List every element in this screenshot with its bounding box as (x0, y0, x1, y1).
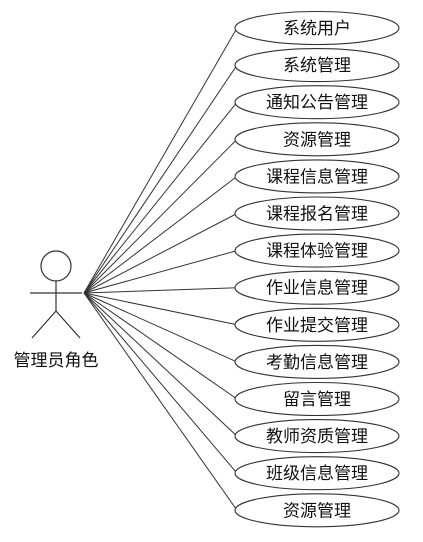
use-case-label: 系统管理 (283, 56, 351, 76)
actor-admin: 管理员角色 (14, 250, 99, 371)
use-case-label: 课程信息管理 (266, 167, 368, 187)
use-case: 系统管理 (234, 48, 400, 83)
use-case: 通知公告管理 (234, 85, 400, 120)
use-case: 考勤信息管理 (234, 344, 400, 379)
use-case-ellipse (234, 48, 400, 83)
use-case-label: 课程体验管理 (266, 242, 368, 262)
actor-left-leg (31, 310, 57, 339)
association-line (83, 292, 238, 437)
use-case: 班级信息管理 (234, 456, 400, 491)
use-case-label: 教师资质管理 (266, 427, 368, 447)
association-line (83, 176, 238, 294)
use-case-ellipse (234, 344, 400, 379)
use-case-label: 作业信息管理 (266, 279, 368, 299)
use-case: 留言管理 (234, 381, 400, 417)
association-line (83, 101, 238, 294)
actor-right-leg (55, 310, 81, 339)
use-case: 作业提交管理 (234, 307, 400, 342)
use-case-ellipse (234, 381, 400, 417)
association-line (83, 292, 238, 474)
use-case-label: 考勤信息管理 (266, 353, 368, 373)
use-case: 资源管理 (234, 493, 400, 528)
use-case-ellipse (234, 159, 400, 194)
use-case-label: 班级信息管理 (266, 464, 368, 484)
association-line (83, 292, 238, 363)
use-case-label: 留言管理 (283, 390, 351, 410)
use-case: 教师资质管理 (234, 419, 400, 454)
association-lines (83, 27, 238, 511)
use-case: 系统用户 (234, 10, 400, 46)
actor-head (40, 250, 72, 282)
association-line (83, 27, 238, 294)
use-case-ellipse (234, 419, 400, 454)
association-line (83, 287, 238, 294)
use-case-ellipse (234, 122, 400, 157)
use-case: 作业信息管理 (234, 270, 400, 305)
use-case-label: 作业提交管理 (266, 316, 368, 336)
use-case-label: 系统用户 (283, 19, 351, 39)
use-case-label: 资源管理 (283, 501, 351, 521)
use-case-ellipse (234, 307, 400, 342)
use-case: 课程信息管理 (234, 159, 400, 194)
use-case-ellipse (234, 196, 400, 231)
association-line (83, 213, 238, 294)
use-case: 资源管理 (234, 122, 400, 157)
use-case-ellipse (234, 270, 400, 305)
use-case: 课程体验管理 (234, 233, 400, 268)
use-case-ellipse (234, 493, 400, 528)
use-case-ellipse (234, 10, 400, 46)
association-line (83, 250, 238, 294)
use-case-ellipse (234, 85, 400, 120)
use-case-ellipse (234, 233, 400, 268)
association-line (83, 292, 238, 326)
association-line (83, 292, 238, 511)
actor-label: 管理员角色 (14, 351, 99, 371)
use-case-label: 资源管理 (283, 130, 351, 150)
use-case-label: 通知公告管理 (266, 93, 368, 113)
use-case-ellipse (234, 456, 400, 491)
use-case-list: 系统用户系统管理通知公告管理资源管理课程信息管理课程报名管理课程体验管理作业信息… (234, 10, 400, 528)
association-line (83, 292, 238, 400)
association-line (83, 64, 238, 294)
use-case-label: 课程报名管理 (266, 205, 368, 225)
use-case: 课程报名管理 (234, 196, 400, 231)
association-line (83, 138, 238, 294)
